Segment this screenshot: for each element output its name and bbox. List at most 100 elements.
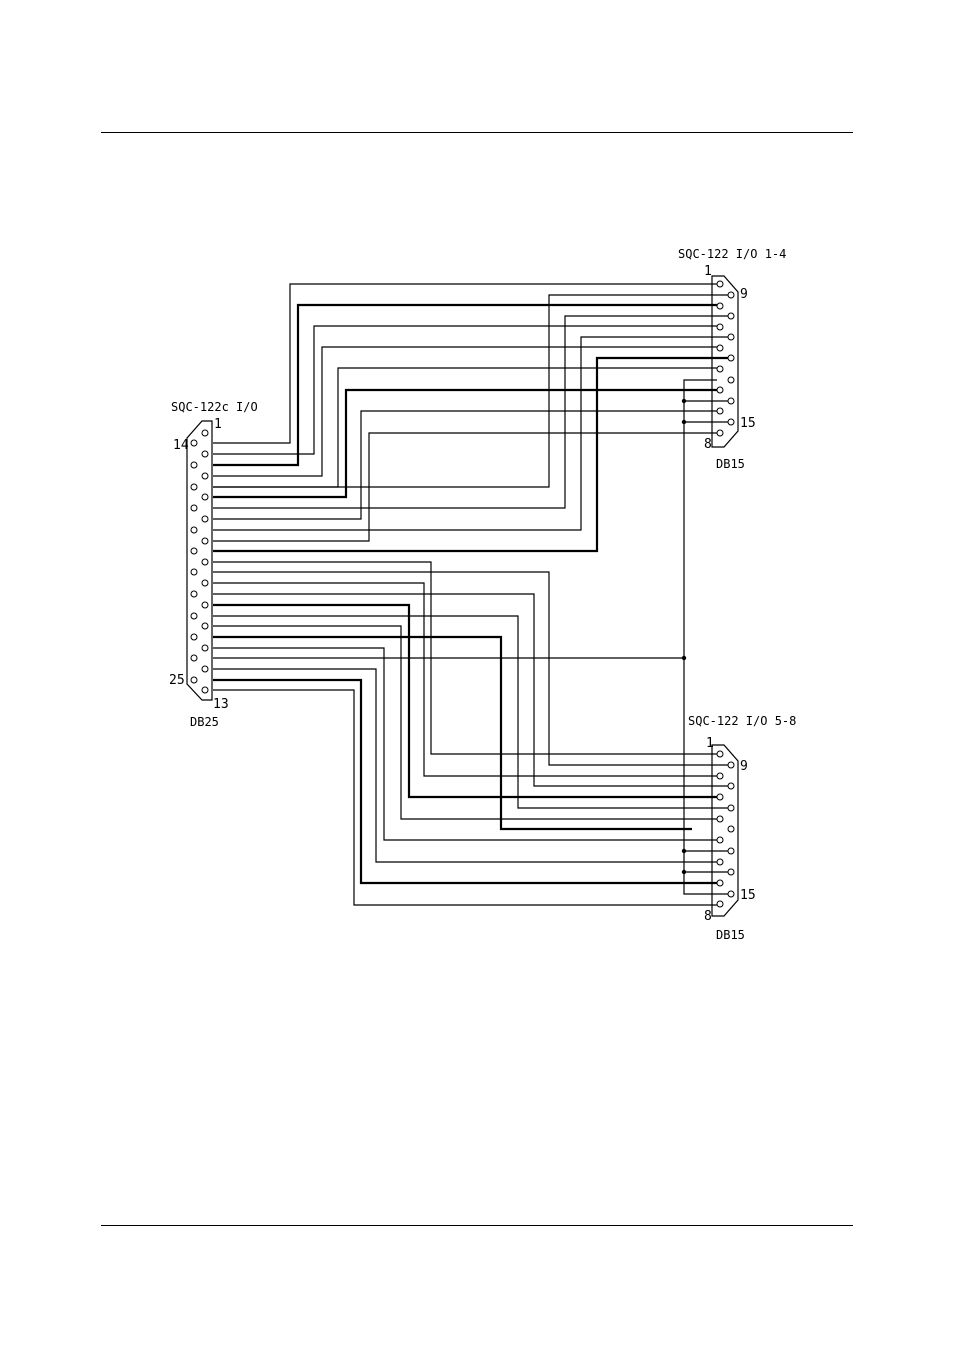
wires bbox=[213, 283, 728, 906]
db15-bottom-pin bbox=[716, 750, 724, 758]
db15-bottom-pin bbox=[727, 847, 735, 855]
db15-top-pin bbox=[727, 333, 735, 341]
junction-dot bbox=[681, 869, 687, 875]
db15-top-pin bbox=[727, 291, 735, 299]
db25-pin-25-label: 25 bbox=[169, 673, 185, 688]
db15-bottom-pin-15-label: 15 bbox=[740, 888, 756, 903]
db15-bottom-pin-9-label: 9 bbox=[740, 759, 748, 774]
db15-bottom-pin bbox=[727, 825, 735, 833]
db25-pin bbox=[201, 537, 209, 545]
junctions bbox=[681, 398, 687, 875]
db25-pin bbox=[190, 590, 198, 598]
db25-pin bbox=[190, 547, 198, 555]
db25-pin bbox=[201, 601, 209, 609]
junction-dot bbox=[681, 848, 687, 854]
db25-pin bbox=[201, 429, 209, 437]
wire bbox=[213, 325, 717, 455]
db25-pin bbox=[190, 568, 198, 576]
connectors bbox=[186, 275, 739, 917]
wire bbox=[213, 283, 717, 444]
wire bbox=[213, 571, 728, 766]
wire bbox=[213, 303, 717, 467]
db15-top-pin bbox=[727, 397, 735, 405]
db15-top-type-label: DB15 bbox=[716, 457, 745, 471]
wire bbox=[213, 356, 728, 553]
db15-top-pin-9-label: 9 bbox=[740, 287, 748, 302]
wire bbox=[683, 379, 728, 895]
wire bbox=[213, 582, 717, 777]
db15-bottom-pin-8-label: 8 bbox=[704, 909, 712, 924]
db25-pin bbox=[190, 461, 198, 469]
db25-pin-1-label: 1 bbox=[214, 417, 222, 432]
db25-pin-13-label: 13 bbox=[213, 697, 229, 712]
wire bbox=[213, 647, 717, 841]
junction-dot bbox=[681, 419, 687, 425]
junction-dot bbox=[681, 398, 687, 404]
wire bbox=[213, 336, 728, 531]
db25-pin bbox=[201, 558, 209, 566]
db25-pin bbox=[190, 439, 198, 447]
db15-top-pin bbox=[716, 365, 724, 373]
wire bbox=[213, 635, 692, 831]
db25-pin bbox=[201, 493, 209, 501]
db15-top-pin bbox=[716, 280, 724, 288]
wire bbox=[213, 315, 728, 509]
wire bbox=[213, 678, 717, 885]
db15-bottom-title: SQC-122 I/O 5-8 bbox=[688, 714, 796, 728]
db15-bottom-pin bbox=[727, 868, 735, 876]
db25-pin bbox=[190, 483, 198, 491]
db25-pin bbox=[201, 686, 209, 694]
db15-top-pin bbox=[727, 354, 735, 362]
db25-pin bbox=[190, 676, 198, 684]
wire bbox=[213, 615, 728, 809]
db25-pin bbox=[201, 579, 209, 587]
db15-bottom-pin bbox=[727, 804, 735, 812]
db15-bottom-pin bbox=[716, 836, 724, 844]
db25-pin bbox=[201, 644, 209, 652]
db15-bottom-pin bbox=[716, 858, 724, 866]
db15-top-pin bbox=[716, 302, 724, 310]
wire bbox=[213, 388, 717, 499]
db25-pin bbox=[190, 633, 198, 641]
db25-shell bbox=[186, 420, 213, 701]
db15-bottom-pin bbox=[727, 890, 735, 898]
db15-bottom-pin-1-label: 1 bbox=[706, 736, 714, 751]
db15-top-pin bbox=[716, 323, 724, 331]
db15-top-title: SQC-122 I/O 1-4 bbox=[678, 247, 786, 261]
db25-pin bbox=[201, 450, 209, 458]
db15-bottom-pin bbox=[716, 793, 724, 801]
header-rule bbox=[101, 132, 853, 133]
db25-pin bbox=[201, 472, 209, 480]
db15-top-pin-15-label: 15 bbox=[740, 416, 756, 431]
db15-bottom-shell bbox=[711, 744, 739, 917]
db15-bottom-pin bbox=[716, 815, 724, 823]
db15-top-pin-1-label: 1 bbox=[704, 264, 712, 279]
db15-top-pin bbox=[727, 418, 735, 426]
wire bbox=[213, 689, 717, 906]
db25-type-label: DB25 bbox=[190, 715, 219, 729]
wire bbox=[213, 410, 717, 520]
db15-top-pin bbox=[727, 312, 735, 320]
db15-bottom-pin bbox=[727, 782, 735, 790]
db25-pin bbox=[190, 504, 198, 512]
db15-bottom-pin bbox=[716, 879, 724, 887]
wire bbox=[213, 346, 717, 477]
db15-top-pin bbox=[716, 429, 724, 437]
db15-top-shell bbox=[711, 275, 739, 448]
db15-bottom-pin bbox=[716, 772, 724, 780]
wire bbox=[213, 367, 717, 488]
wire bbox=[213, 668, 717, 863]
db25-pin bbox=[201, 665, 209, 673]
db15-top-pin bbox=[727, 376, 735, 384]
db25-pin bbox=[190, 526, 198, 534]
db25-pin bbox=[201, 515, 209, 523]
junction-dot bbox=[681, 655, 687, 661]
db15-top-pin bbox=[716, 386, 724, 394]
wire bbox=[213, 294, 728, 488]
db25-pin-14-label: 14 bbox=[173, 438, 189, 453]
db15-top-pin-8-label: 8 bbox=[704, 437, 712, 452]
db25-title: SQC-122c I/O bbox=[171, 400, 258, 414]
wire bbox=[213, 593, 728, 787]
db15-bottom-type-label: DB15 bbox=[716, 928, 745, 942]
